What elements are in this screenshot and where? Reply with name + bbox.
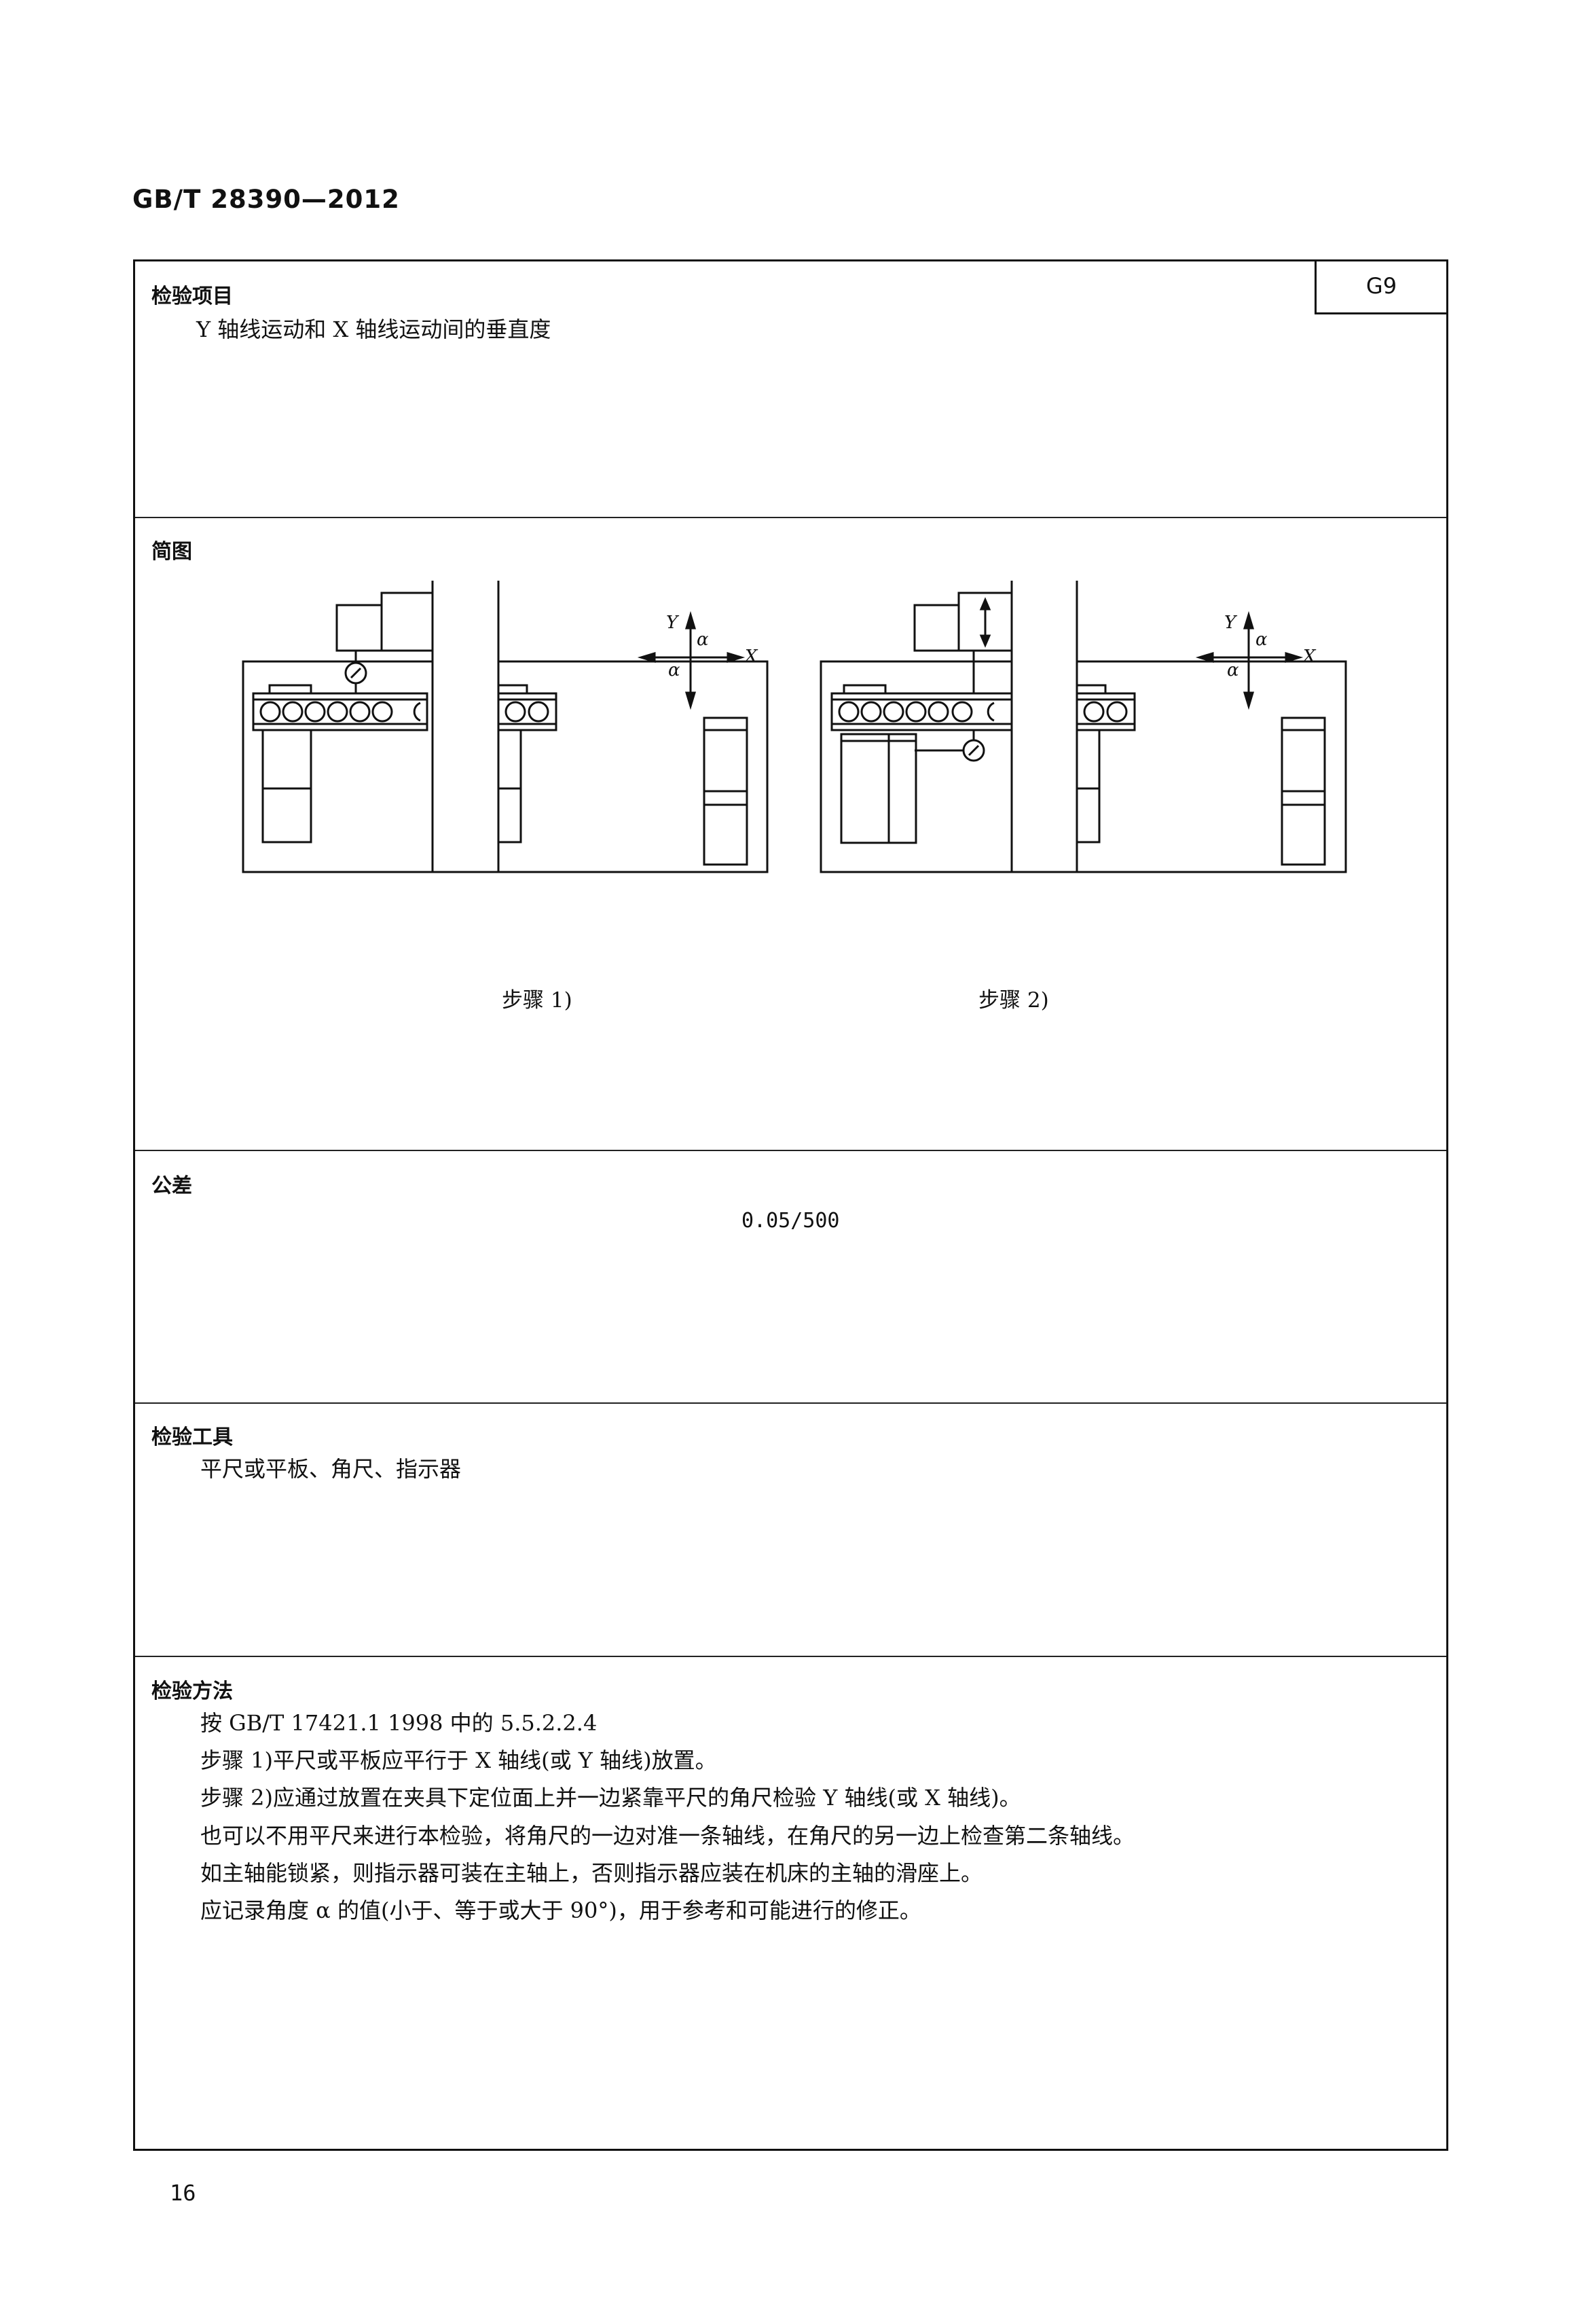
section-divider (135, 1656, 1446, 1657)
section-divider (135, 1402, 1446, 1404)
method-line-6: 应记录角度 α 的值(小于、等于或大于 90°)，用于参考和可能进行的修正。 (200, 1898, 921, 1923)
method-line-4: 也可以不用平尺来进行本检验，将角尺的一边对准一条轴线，在角尺的另一边上检查第二条… (200, 1823, 1135, 1849)
check-item-text: Y 轴线运动和 X 轴线运动间的垂直度 (196, 316, 551, 342)
item-code: G9 (1315, 261, 1446, 314)
step2-y-axis-label: Y (1224, 613, 1238, 633)
tolerance-heading: 公差 (151, 1174, 192, 1198)
step1-x-axis-label: X (744, 647, 758, 667)
section-divider (135, 517, 1446, 518)
step2-caption: 步骤 2) (978, 988, 1049, 1013)
check-item-heading: 检验项目 (151, 285, 233, 308)
step1-caption: 步骤 1) (502, 988, 572, 1013)
sketch-heading: 简图 (151, 540, 192, 564)
method-line-5: 如主轴能锁紧，则指示器可装在主轴上，否则指示器应装在机床的主轴的滑座上。 (200, 1860, 983, 1886)
method-line-3: 步骤 2)应通过放置在夹具下定位面上并一边紧靠平尺的角尺检验 Y 轴线(或 X … (200, 1785, 1021, 1811)
step1-y-axis-label: Y (666, 613, 680, 633)
step1-alpha-top-label: α (697, 630, 709, 650)
step1-machine-drawing (242, 581, 769, 873)
sketch-diagram: Y X α α Y X α α (242, 581, 1347, 873)
method-line-2: 步骤 1)平尺或平板应平行于 X 轴线(或 Y 轴线)放置。 (200, 1747, 717, 1773)
step1-alpha-bottom-label: α (668, 660, 680, 680)
section-divider (135, 1150, 1446, 1151)
inspection-table: G9 检验项目 Y 轴线运动和 X 轴线运动间的垂直度 简图 (133, 259, 1448, 2151)
tolerance-value: 0.05/500 (741, 1209, 840, 1233)
step2-machine-drawing (820, 581, 1347, 873)
method-heading: 检验方法 (151, 1680, 233, 1703)
step2-alpha-bottom-label: α (1227, 660, 1239, 680)
step2-alpha-top-label: α (1255, 630, 1268, 650)
method-line-1: 按 GB/T 17421.1 1998 中的 5.5.2.2.4 (200, 1710, 598, 1736)
standard-number: GB/T 28390—2012 (132, 185, 400, 214)
step2-x-axis-label: X (1302, 647, 1317, 667)
tools-heading: 检验工具 (151, 1426, 233, 1449)
tools-text: 平尺或平板、角尺、指示器 (200, 1456, 462, 1482)
page-number: 16 (170, 2180, 196, 2206)
